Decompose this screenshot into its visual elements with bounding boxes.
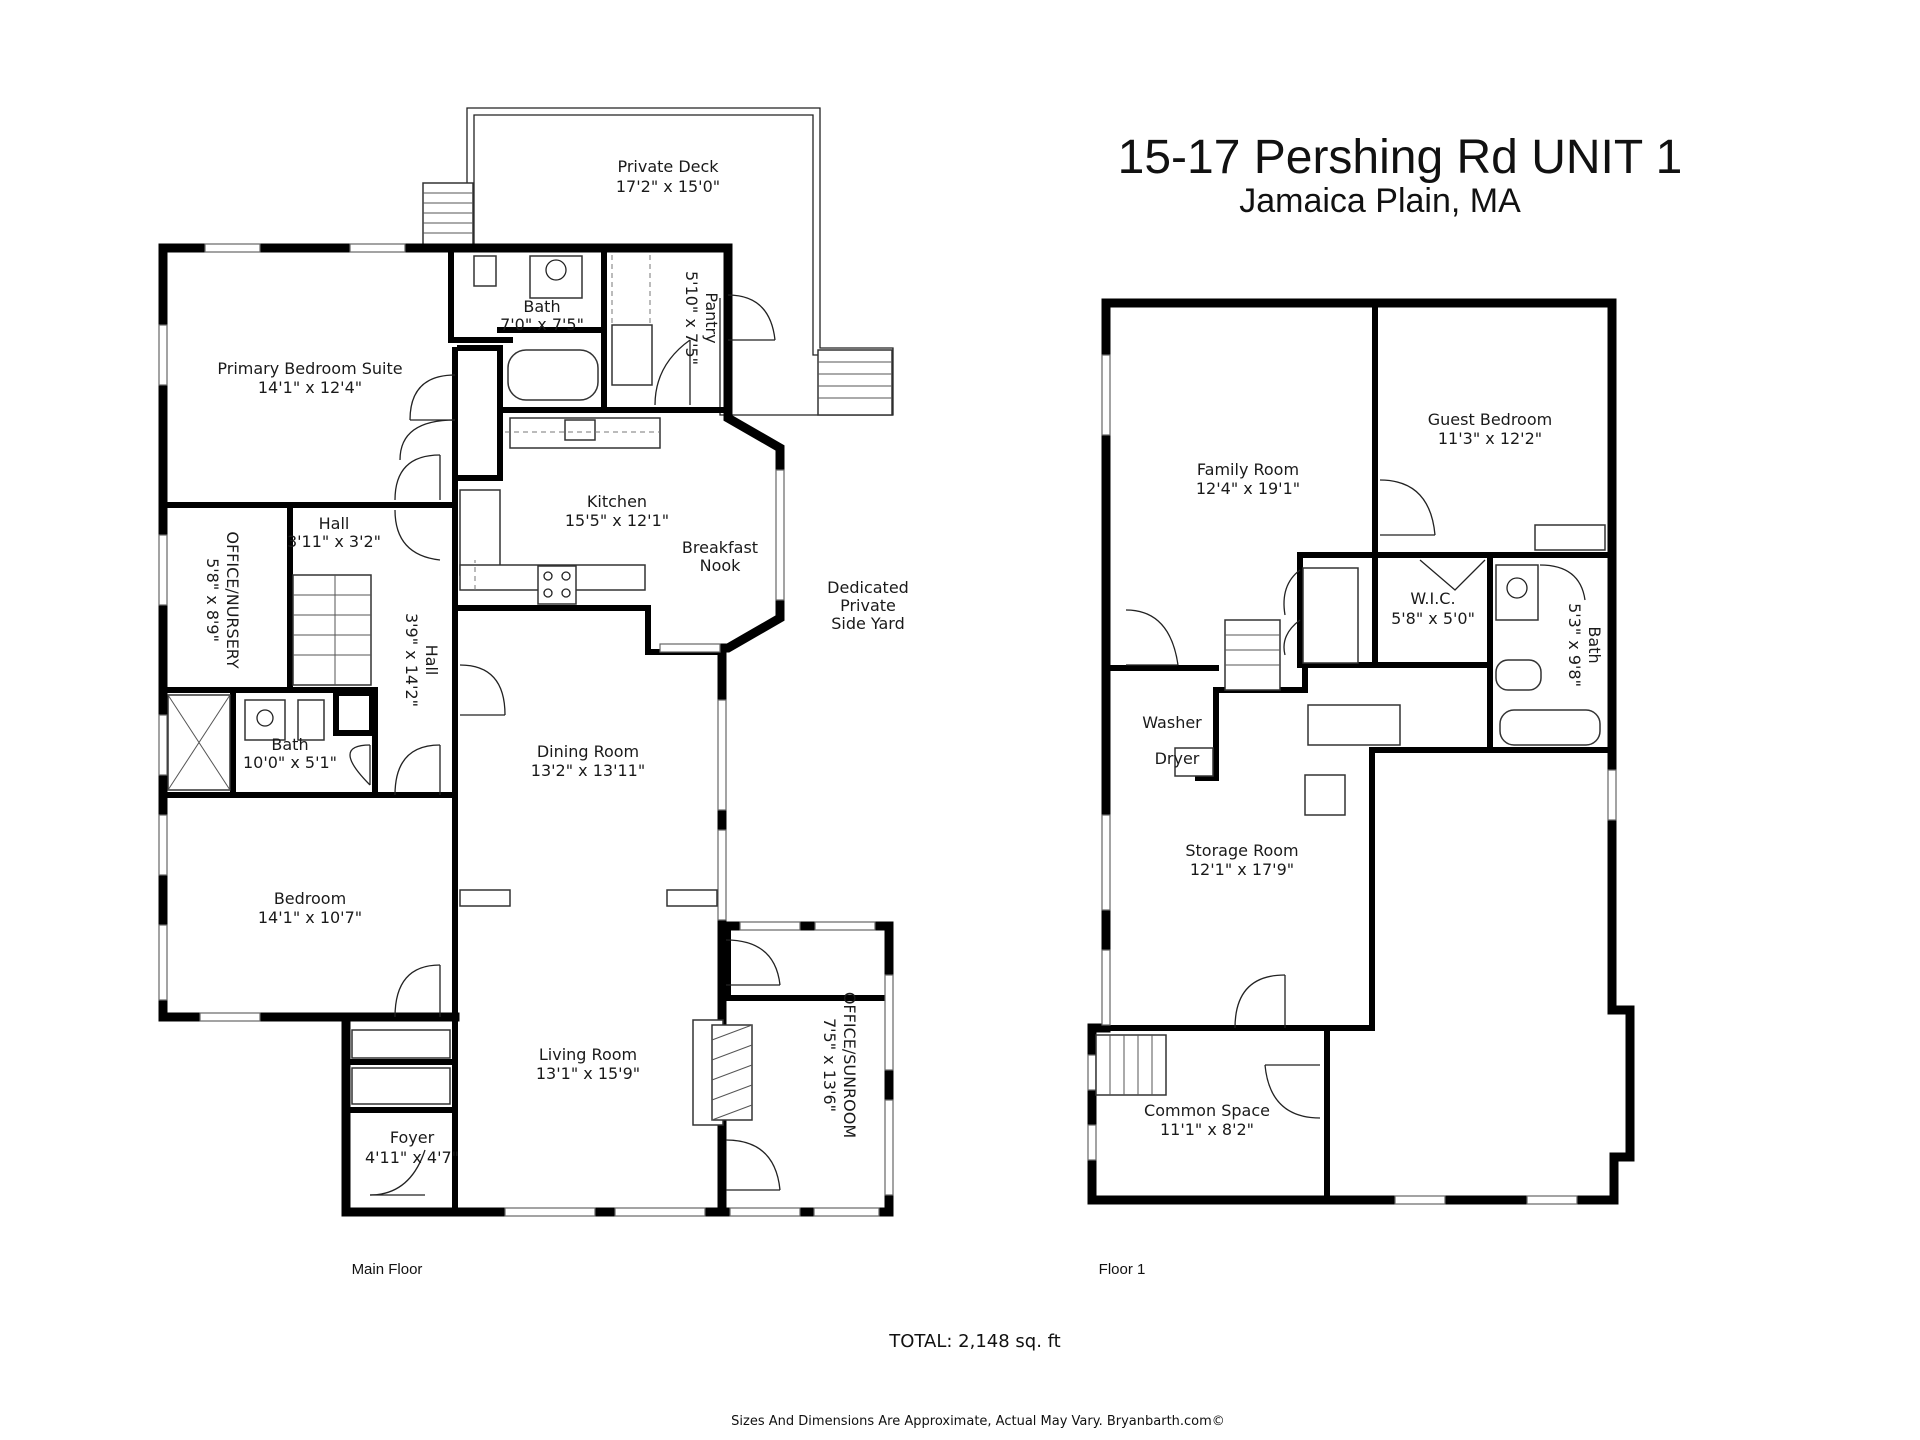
svg-text:Family Room: Family Room [1197, 460, 1299, 479]
room-label-office-sunroom: OFFICE/SUNROOM 7'5" x 13'6" [820, 992, 859, 1138]
floor-1-fixtures [1095, 524, 1606, 1096]
svg-text:15'5" x 12'1": 15'5" x 12'1" [565, 511, 669, 530]
main-floor-windows [158, 243, 894, 1217]
svg-text:17'2" x 15'0": 17'2" x 15'0" [616, 177, 720, 196]
private-deck [422, 107, 894, 416]
svg-text:5'10" x 7'5": 5'10" x 7'5" [682, 271, 701, 365]
room-label-primary-bedroom: Primary Bedroom Suite 14'1" x 12'4" [217, 359, 402, 397]
disclaimer: Sizes And Dimensions Are Approximate, Ac… [731, 1414, 1225, 1429]
svg-text:W.I.C.: W.I.C. [1410, 589, 1455, 608]
svg-text:10'0" x 5'1": 10'0" x 5'1" [243, 753, 337, 772]
room-label-foyer: Foyer 4'11" x 4'7" [365, 1128, 459, 1167]
svg-text:14'1" x 10'7": 14'1" x 10'7" [258, 908, 362, 927]
room-label-hall-small: Hall 3'11" x 3'2" [287, 514, 381, 551]
svg-text:4'11" x 4'7": 4'11" x 4'7" [365, 1148, 459, 1167]
floor-1-plan: Family Room 12'4" x 19'1" Guest Bedroom … [1087, 298, 1635, 1278]
floor-1-windows [1087, 354, 1617, 1205]
room-label-kitchen: Kitchen 15'5" x 12'1" [565, 492, 669, 530]
svg-text:11'3" x 12'2": 11'3" x 12'2" [1438, 429, 1542, 448]
floor-1-label: Floor 1 [1099, 1261, 1146, 1278]
label-side-yard: Dedicated Private Side Yard [827, 578, 909, 633]
room-label-living-room: Living Room 13'1" x 15'9" [536, 1045, 640, 1083]
room-label-dining-room: Dining Room 13'2" x 13'11" [531, 742, 645, 780]
svg-text:13'2" x 13'11": 13'2" x 13'11" [531, 761, 645, 780]
svg-text:Guest Bedroom: Guest Bedroom [1428, 410, 1552, 429]
svg-text:Kitchen: Kitchen [587, 492, 647, 511]
svg-text:Dining Room: Dining Room [537, 742, 639, 761]
svg-text:Side Yard: Side Yard [831, 614, 905, 633]
svg-text:Bedroom: Bedroom [274, 889, 346, 908]
label-washer: Washer [1142, 713, 1202, 732]
svg-text:Pantry: Pantry [702, 292, 721, 343]
floor-1-doors [1125, 479, 1586, 1119]
svg-text:5'8" x 8'9": 5'8" x 8'9" [203, 558, 222, 642]
room-label-hall-long: Hall 3'9" x 14'2" [402, 613, 441, 707]
svg-text:5'8" x 5'0": 5'8" x 5'0" [1391, 609, 1475, 628]
room-label-office-nursery: OFFICE/NURSERY 5'8" x 8'9" [203, 531, 242, 669]
svg-text:Bath: Bath [271, 735, 308, 754]
room-label-storage-room: Storage Room 12'1" x 17'9" [1185, 841, 1298, 879]
svg-text:Living Room: Living Room [539, 1045, 637, 1064]
svg-text:Common Space: Common Space [1144, 1101, 1270, 1120]
svg-text:7'0" x 7'5": 7'0" x 7'5" [500, 315, 584, 334]
svg-text:Foyer: Foyer [390, 1128, 435, 1147]
svg-text:Dedicated: Dedicated [827, 578, 909, 597]
page-title: 15-17 Pershing Rd UNIT 1 [1118, 131, 1683, 184]
room-label-breakfast-nook: Breakfast Nook [682, 538, 758, 575]
room-label-bath-lower: Bath 5'3" x 9'8" [1565, 603, 1604, 687]
svg-text:Breakfast: Breakfast [682, 538, 758, 557]
svg-text:Private Deck: Private Deck [617, 157, 719, 176]
svg-text:Primary Bedroom Suite: Primary Bedroom Suite [217, 359, 402, 378]
total-area: TOTAL: 2,148 sq. ft [888, 1331, 1060, 1352]
svg-text:Nook: Nook [700, 556, 742, 575]
main-floor-plan: Private Deck 17'2" x 15'0" Bath 7'0" x 7… [158, 107, 909, 1278]
svg-text:Hall: Hall [422, 645, 441, 676]
room-label-private-deck: Private Deck 17'2" x 15'0" [616, 157, 720, 196]
svg-text:7'5" x 13'6": 7'5" x 13'6" [820, 1018, 839, 1112]
svg-text:3'11" x 3'2": 3'11" x 3'2" [287, 532, 381, 551]
main-floor-fixtures [167, 255, 753, 1126]
page-subtitle: Jamaica Plain, MA [1239, 182, 1521, 220]
svg-text:Bath: Bath [523, 297, 560, 316]
svg-text:Storage Room: Storage Room [1185, 841, 1298, 860]
room-label-bath-upper: Bath 7'0" x 7'5" [500, 297, 584, 334]
room-label-pantry: Pantry 5'10" x 7'5" [682, 271, 721, 365]
svg-text:Bath: Bath [1585, 626, 1604, 663]
room-label-wic: W.I.C. 5'8" x 5'0" [1391, 589, 1475, 628]
svg-text:3'9" x 14'2": 3'9" x 14'2" [402, 613, 421, 707]
main-floor-label: Main Floor [352, 1261, 423, 1278]
svg-text:Private: Private [840, 596, 896, 615]
svg-text:12'1" x 17'9": 12'1" x 17'9" [1190, 860, 1294, 879]
main-floor-doors [349, 294, 781, 1196]
svg-text:11'1" x 8'2": 11'1" x 8'2" [1160, 1120, 1254, 1139]
room-label-bedroom: Bedroom 14'1" x 10'7" [258, 889, 362, 927]
svg-text:Hall: Hall [319, 514, 350, 533]
svg-text:12'4" x 19'1": 12'4" x 19'1" [1196, 479, 1300, 498]
svg-text:OFFICE/NURSERY: OFFICE/NURSERY [223, 531, 242, 669]
room-label-common-space: Common Space 11'1" x 8'2" [1144, 1101, 1270, 1139]
svg-text:5'3" x 9'8": 5'3" x 9'8" [1565, 603, 1584, 687]
room-label-bath-main: Bath 10'0" x 5'1" [243, 735, 337, 772]
label-dryer: Dryer [1155, 749, 1200, 768]
room-label-guest-bedroom: Guest Bedroom 11'3" x 12'2" [1428, 410, 1552, 448]
svg-text:14'1" x 12'4": 14'1" x 12'4" [258, 378, 362, 397]
svg-text:13'1" x 15'9": 13'1" x 15'9" [536, 1064, 640, 1083]
room-label-family-room: Family Room 12'4" x 19'1" [1196, 460, 1300, 498]
svg-text:OFFICE/SUNROOM: OFFICE/SUNROOM [840, 992, 859, 1138]
